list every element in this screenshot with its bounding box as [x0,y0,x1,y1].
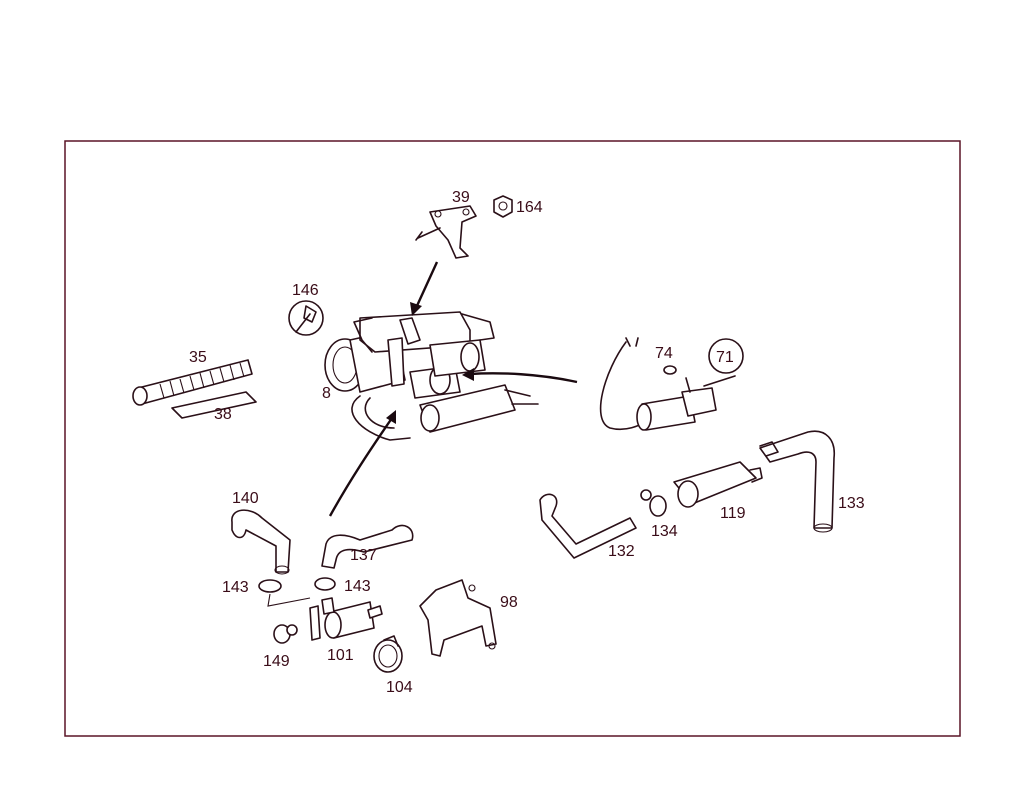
hose-140 [231,509,291,575]
hose-132 [539,493,637,559]
part-label-71: 71 [716,349,734,366]
hose-137 [321,524,414,569]
arrow-39-to-assembly [410,261,439,316]
bracket-39 [415,205,477,259]
part-label-104: 104 [386,679,413,696]
hose-clamp-104 [373,635,403,673]
part-label-164: 164 [516,199,543,216]
wrench-icon-146 [288,300,324,336]
pump-71 [599,337,744,431]
hose-35 [132,359,253,406]
part-label-35: 35 [189,349,207,366]
part-label-38: 38 [214,406,232,423]
bracket-98 [419,579,497,657]
heater-assembly-8 [324,311,539,441]
valve-101 [309,597,383,641]
pipe-133 [759,430,835,533]
clamp-134 [640,489,667,517]
clamp-143-right [314,577,336,591]
muffler-119 [673,461,763,508]
part-label-143-right: 143 [344,578,371,595]
part-label-140: 140 [232,490,259,507]
part-label-101: 101 [327,647,354,664]
plate-38 [171,391,257,419]
part-label-74: 74 [655,345,673,362]
diagram-frame [64,140,961,737]
arrow-71-to-assembly [462,368,578,384]
part-label-98: 98 [500,594,518,611]
part-label-134: 134 [651,523,678,540]
part-label-132: 132 [608,543,635,560]
arrow-lower-to-assembly [328,410,396,517]
part-label-8: 8 [322,385,331,402]
part-label-149: 149 [263,653,290,670]
part-label-143-left: 143 [222,579,249,596]
part-label-39: 39 [452,189,470,206]
fitting-149 [273,624,298,644]
clamp-143-left [258,579,311,607]
part-label-133: 133 [838,495,865,512]
part-label-119: 119 [720,505,746,522]
part-label-137: 137 [350,547,377,564]
nut-164 [493,195,513,218]
part-label-146: 146 [292,282,319,299]
